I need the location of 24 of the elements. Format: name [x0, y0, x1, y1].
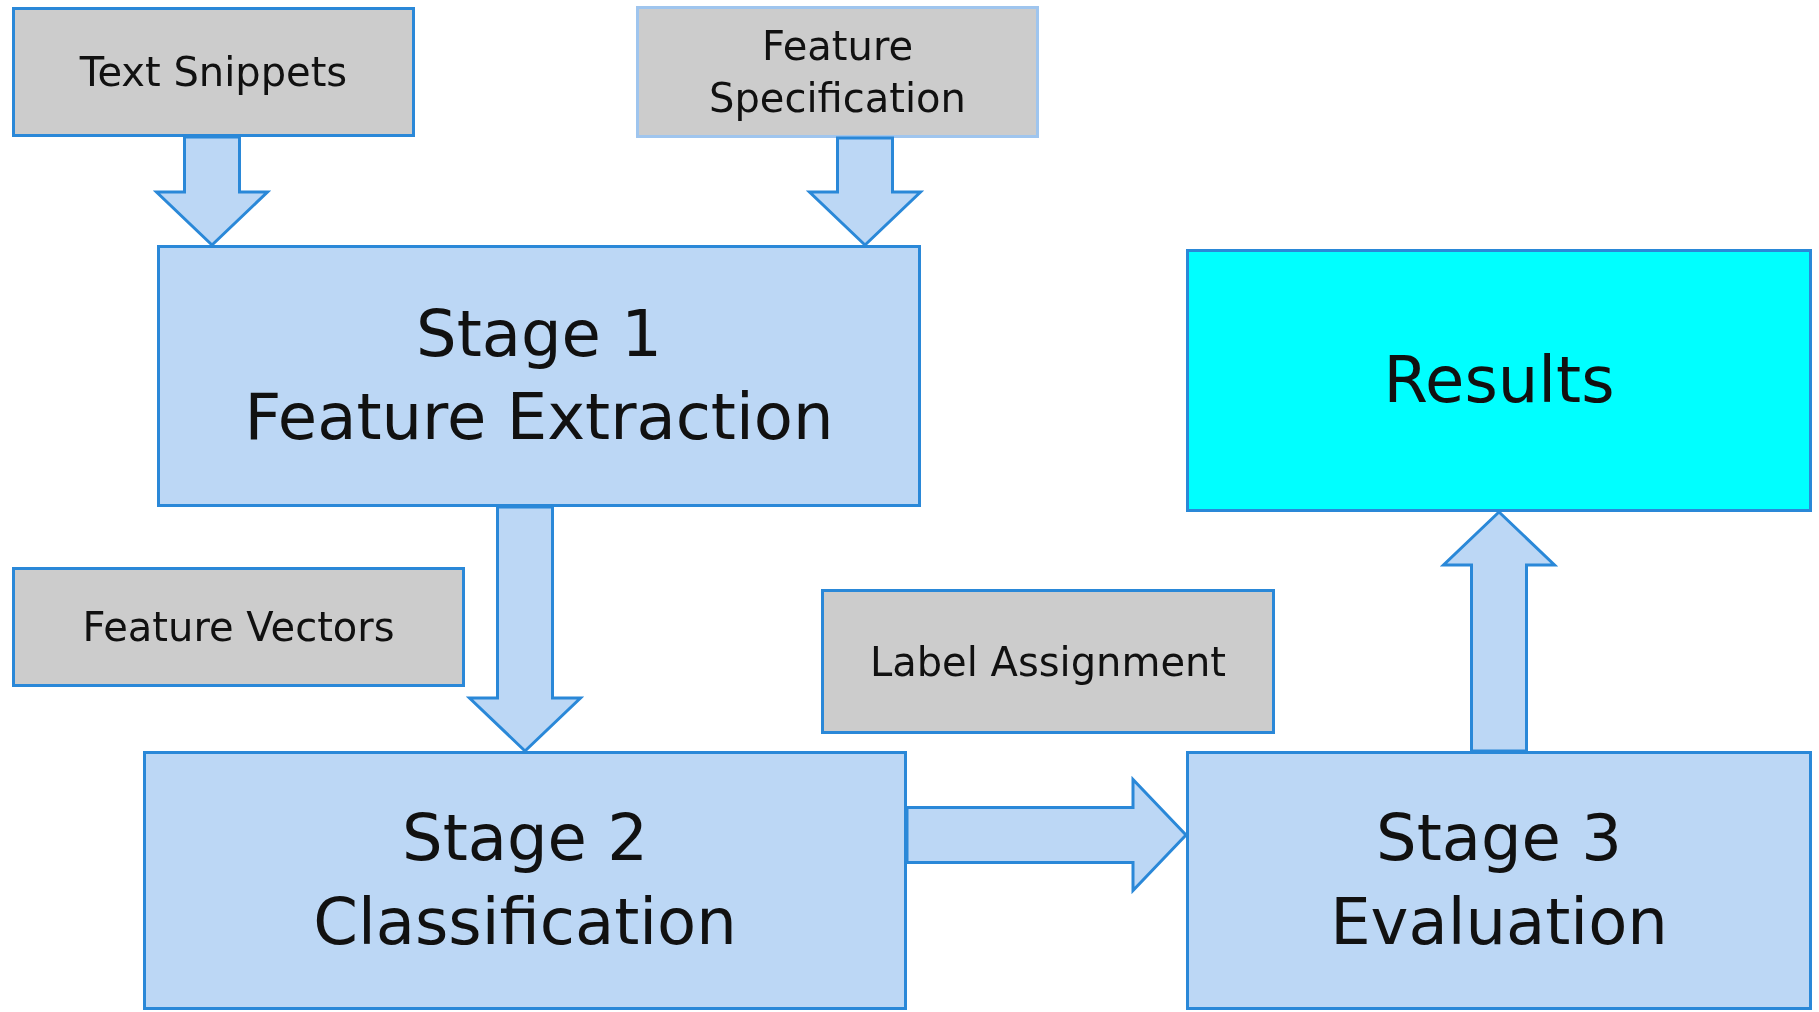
box-title: Label Assignment — [869, 637, 1227, 687]
block-arrow — [905, 775, 1189, 895]
box-subtitle: Feature Extraction — [244, 379, 834, 456]
input-box — [12, 7, 415, 137]
input-box — [12, 567, 465, 687]
block-arrow — [152, 135, 272, 248]
block-arrow — [1439, 509, 1559, 753]
box-title: Stage 1 — [416, 295, 662, 373]
box-title: Stage 3 — [1376, 800, 1622, 878]
stage-box — [1186, 249, 1812, 512]
box-title: Text Snippets — [79, 48, 348, 97]
box-title: Results — [1383, 341, 1615, 419]
box-title: Feature Specification — [708, 22, 967, 123]
stage-box — [1186, 751, 1812, 1010]
input-box — [636, 6, 1039, 138]
stage-box — [157, 245, 921, 507]
box-subtitle: Classification — [313, 883, 737, 961]
box-title: Feature Vectors — [82, 603, 395, 652]
box-title: Stage 2 — [402, 800, 648, 878]
block-arrow — [465, 505, 585, 754]
stage-box — [143, 751, 907, 1010]
block-arrow — [805, 136, 925, 248]
box-subtitle: Evaluation — [1330, 883, 1668, 961]
input-box — [821, 589, 1275, 734]
